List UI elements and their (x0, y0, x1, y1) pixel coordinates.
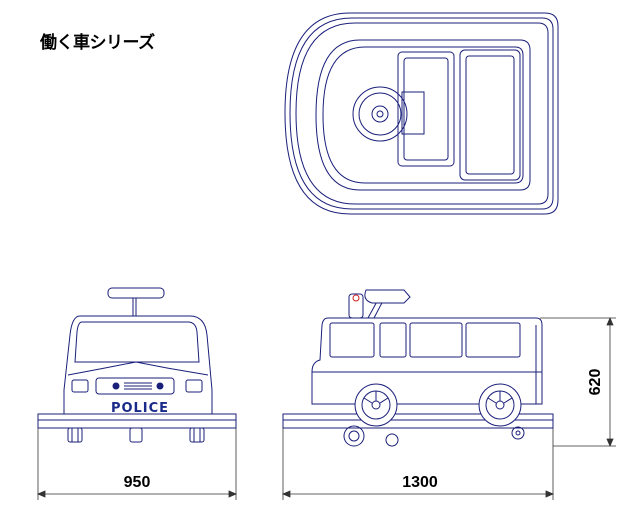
width-dimension: 950 (124, 474, 151, 491)
top-outline-2 (289, 17, 554, 210)
caster-front-right (189, 427, 205, 443)
headlight-left (112, 382, 120, 390)
caster-side-rear (511, 426, 525, 440)
length-dimension: 1300 (402, 474, 438, 491)
top-column (401, 91, 425, 135)
top-cabin-inner (322, 46, 524, 184)
dimension-lines (36, 316, 616, 500)
side-window-3 (409, 322, 463, 358)
front-hood (67, 361, 209, 376)
caster-front-mid (129, 427, 143, 443)
steering-hub-top (371, 105, 389, 123)
top-cabin (315, 39, 531, 191)
top-outline-3 (295, 22, 549, 205)
top-rear-panel (459, 49, 521, 181)
police-label: POLICE (111, 401, 169, 416)
top-seat-cushion (403, 57, 449, 161)
side-window-2 (379, 322, 407, 358)
front-grille (95, 377, 175, 395)
steering-wheel-top (352, 86, 408, 142)
steering-wheel-side (364, 289, 411, 304)
drive-wheel (343, 425, 365, 447)
siren-lamp (348, 293, 364, 319)
top-outline-1 (284, 12, 559, 215)
steering-wheel-top-inner (358, 92, 402, 136)
side-body (311, 317, 543, 405)
height-dimension: 620 (587, 369, 604, 396)
headlight-right (156, 382, 164, 390)
side-window-1 (329, 322, 375, 358)
steering-wheel-front (107, 287, 165, 299)
wheel-front (354, 383, 398, 427)
side-window-4 (465, 322, 521, 358)
top-rear-panel-inner (465, 55, 515, 175)
caster-front-left (67, 427, 83, 443)
front-view (37, 287, 237, 443)
top-view (284, 12, 559, 215)
front-windshield (74, 321, 200, 363)
top-seat (397, 51, 455, 167)
front-base (37, 413, 237, 429)
front-body (63, 315, 213, 415)
side-view (282, 289, 554, 447)
page-title: 働く車シリーズ (40, 33, 155, 53)
wheel-rear (478, 383, 522, 427)
caster-side-mid (385, 433, 399, 447)
